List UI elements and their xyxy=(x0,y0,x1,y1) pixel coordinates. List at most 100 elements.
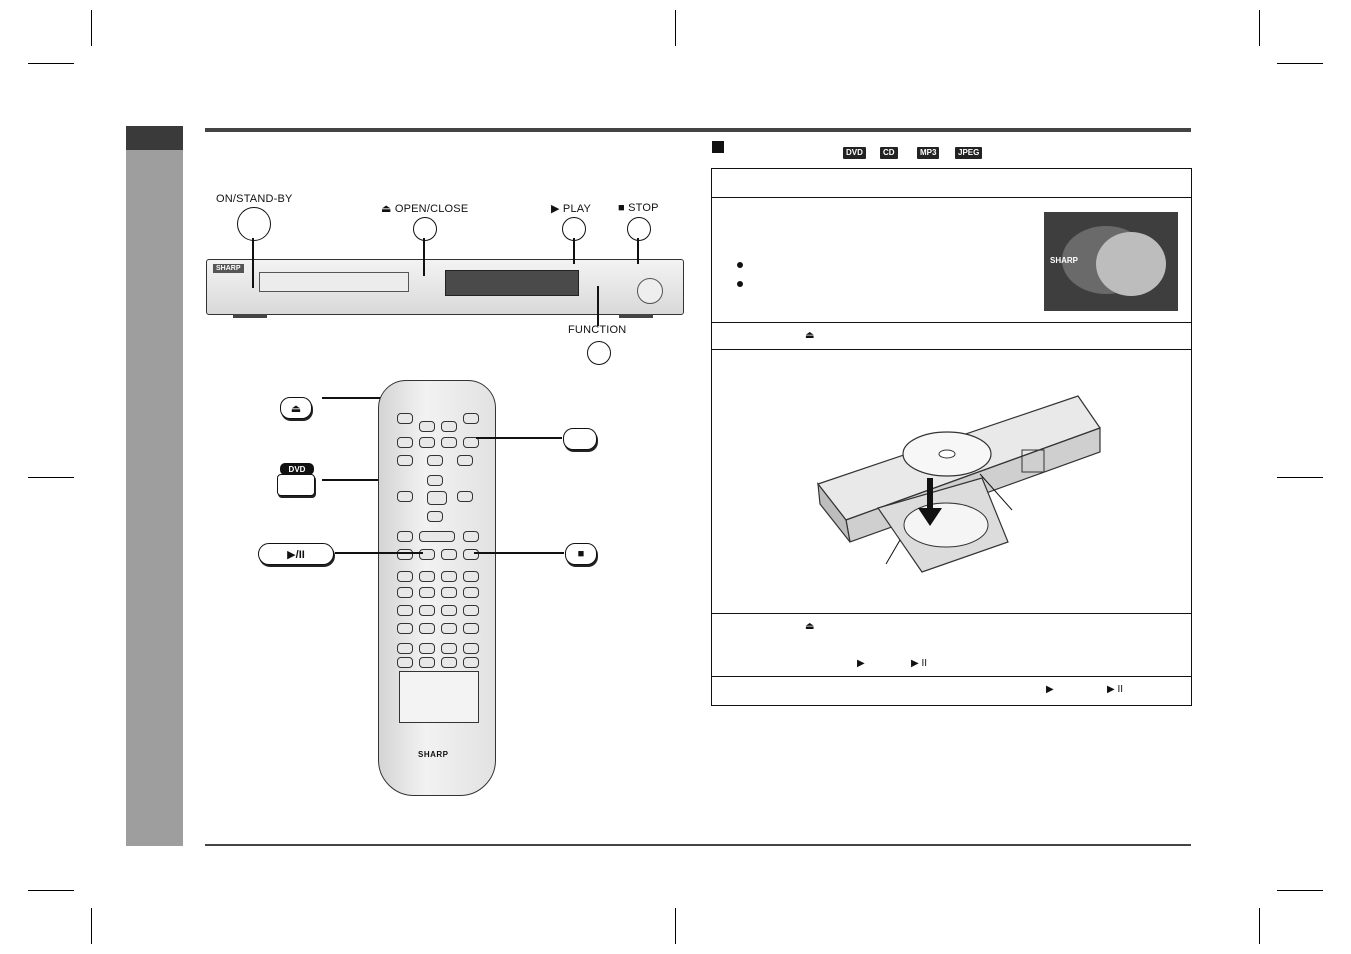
function-label: FUNCTION xyxy=(568,324,627,336)
open-close-label: ⏏ OPEN/CLOSE xyxy=(381,203,469,215)
remote-key[interactable] xyxy=(427,475,443,486)
crop-mark xyxy=(28,63,74,64)
remote-key[interactable] xyxy=(441,587,457,598)
bullet xyxy=(737,262,743,268)
remote-key[interactable] xyxy=(441,421,457,432)
remote-key[interactable] xyxy=(463,657,479,668)
remote-key[interactable] xyxy=(419,571,435,582)
remote-key[interactable] xyxy=(397,413,413,424)
disc-loading-illustration xyxy=(817,395,1101,573)
remote-key[interactable] xyxy=(463,623,479,634)
remote-key[interactable] xyxy=(397,437,413,448)
remote-key[interactable] xyxy=(419,549,435,560)
format-badge-dvd: DVD xyxy=(843,147,866,159)
instruction-panel xyxy=(711,168,1192,706)
remote-key[interactable] xyxy=(397,587,413,598)
unit-foot xyxy=(233,314,267,318)
bullet xyxy=(737,281,743,287)
section-marker xyxy=(712,141,724,153)
remote-key[interactable] xyxy=(397,491,413,502)
stop-icon: ■ xyxy=(577,548,585,560)
remote-key[interactable] xyxy=(463,437,479,448)
remote-key[interactable] xyxy=(463,571,479,582)
remote-key[interactable] xyxy=(397,455,413,466)
panel-divider xyxy=(711,322,1191,323)
play-pause-icon: ▶ II xyxy=(1107,684,1124,695)
crop-mark xyxy=(91,10,92,46)
format-badge-jpeg: JPEG xyxy=(955,147,983,159)
leader-line xyxy=(423,238,425,276)
stop-label: ■ STOP xyxy=(618,202,659,214)
on-standby-button[interactable] xyxy=(237,207,271,241)
remote-key[interactable] xyxy=(463,587,479,598)
eject-icon: ⏏ xyxy=(805,621,815,632)
remote-key[interactable] xyxy=(427,455,443,466)
remote-key[interactable] xyxy=(463,549,479,560)
remote-key[interactable] xyxy=(427,511,443,522)
remote-key[interactable] xyxy=(441,657,457,668)
play-button[interactable] xyxy=(562,217,586,241)
crop-mark xyxy=(1277,890,1323,891)
remote-play-pause-button[interactable]: ▶/II xyxy=(258,543,334,565)
function-button[interactable] xyxy=(587,341,611,365)
remote-key[interactable] xyxy=(419,437,435,448)
remote-key[interactable] xyxy=(397,549,413,560)
remote-lcd-panel xyxy=(399,671,479,723)
remote-control xyxy=(378,380,496,796)
leader-line xyxy=(474,552,564,554)
remote-key[interactable] xyxy=(419,657,435,668)
volume-knob[interactable] xyxy=(637,278,663,304)
remote-key[interactable] xyxy=(397,531,413,542)
remote-key[interactable] xyxy=(441,605,457,616)
remote-eject-button[interactable]: ⏏ xyxy=(280,397,312,419)
remote-key[interactable] xyxy=(463,605,479,616)
crop-mark xyxy=(675,908,676,944)
remote-key[interactable] xyxy=(397,643,413,654)
eject-icon: ⏏ xyxy=(290,402,302,415)
remote-key[interactable] xyxy=(397,623,413,634)
leader-line xyxy=(637,238,639,264)
remote-key[interactable] xyxy=(427,491,447,505)
remote-key[interactable] xyxy=(419,531,455,542)
remote-key[interactable] xyxy=(441,643,457,654)
on-standby-label: ON/STAND-BY xyxy=(216,193,293,205)
remote-key[interactable] xyxy=(419,605,435,616)
play-icon: ▶ xyxy=(1046,684,1054,695)
crop-mark xyxy=(1277,63,1323,64)
crop-mark xyxy=(1259,908,1260,944)
remote-key[interactable] xyxy=(441,571,457,582)
remote-dvd-button[interactable] xyxy=(277,474,315,496)
remote-key[interactable] xyxy=(397,571,413,582)
leader-line xyxy=(573,238,575,264)
remote-function-button[interactable] xyxy=(563,428,597,450)
remote-key[interactable] xyxy=(441,623,457,634)
crop-mark xyxy=(675,10,676,46)
remote-key[interactable] xyxy=(397,657,413,668)
play-pause-icon: ▶ II xyxy=(911,658,928,669)
open-close-button[interactable] xyxy=(413,217,437,241)
play-label: ▶ PLAY xyxy=(551,203,592,215)
crop-mark xyxy=(28,890,74,891)
remote-key[interactable] xyxy=(463,643,479,654)
format-badge-mp3: MP3 xyxy=(917,147,940,159)
remote-key[interactable] xyxy=(457,491,473,502)
eject-icon: ⏏ xyxy=(805,330,815,341)
disc-photo: SHARP xyxy=(1044,212,1178,311)
unit-brand: SHARP xyxy=(213,264,244,273)
remote-key[interactable] xyxy=(457,455,473,466)
remote-key[interactable] xyxy=(463,531,479,542)
remote-stop-button[interactable]: ■ xyxy=(565,543,597,565)
leader-line xyxy=(335,552,423,554)
format-badge-cd: CD xyxy=(880,147,898,159)
remote-key[interactable] xyxy=(419,623,435,634)
remote-key[interactable] xyxy=(441,437,457,448)
remote-key[interactable] xyxy=(441,549,457,560)
remote-key[interactable] xyxy=(397,605,413,616)
remote-key[interactable] xyxy=(419,587,435,598)
remote-key[interactable] xyxy=(463,413,479,424)
panel-divider xyxy=(711,676,1191,677)
remote-key[interactable] xyxy=(419,421,435,432)
dvd-player-unit: SHARP xyxy=(206,259,684,318)
remote-key[interactable] xyxy=(419,643,435,654)
stop-button[interactable] xyxy=(627,217,651,241)
